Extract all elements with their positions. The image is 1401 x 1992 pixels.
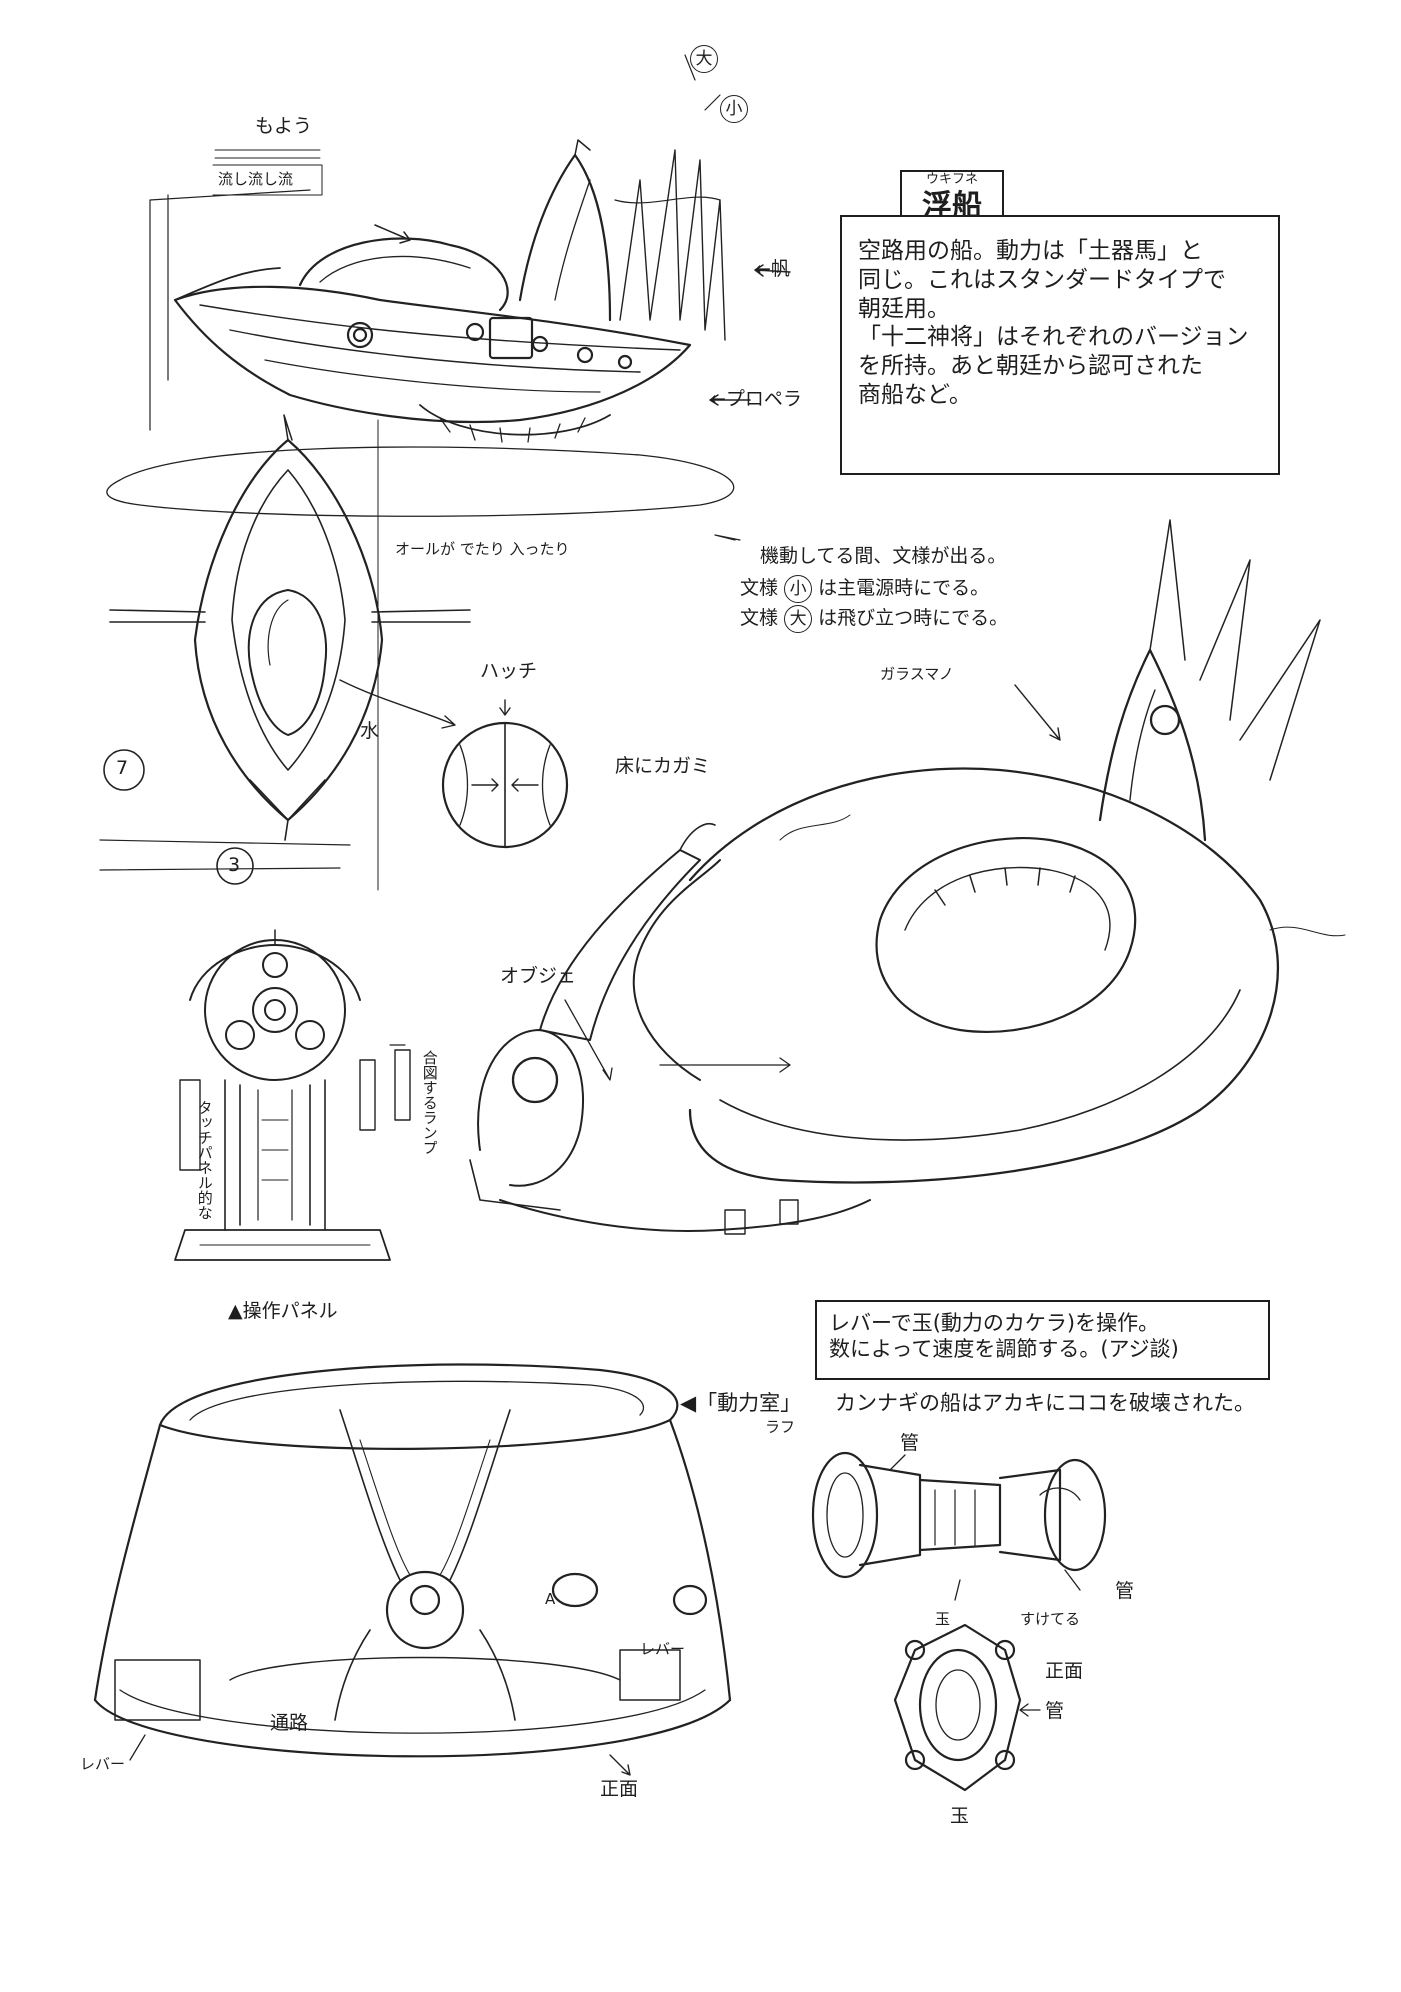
oar-label: オールが でたり 入ったり (395, 540, 570, 558)
number-3: 3 (228, 854, 241, 876)
power-room-sketch (93, 1363, 732, 1776)
floor-mirror-label: 床にカガミ (615, 755, 711, 777)
lever-box-line-1: レバーで玉(動力のカケラ)を操作。 (829, 1311, 1160, 1335)
front-small-label: 正面 (1045, 1660, 1084, 1682)
motion-note-2: 文様 小 は主電源時にでる。 (740, 575, 989, 603)
front-label: 正面 (600, 1778, 639, 1800)
ball-label: 玉 (935, 1610, 951, 1628)
control-panel-label: ▲操作パネル (228, 1300, 338, 1322)
control-panel-sketch (174, 929, 411, 1261)
pipe-sketch (811, 1451, 1107, 1601)
description-line-2: 同じ。これはスタンダードタイプで (858, 266, 1226, 293)
number-7: 7 (116, 757, 129, 779)
description-line-1: 空路用の船。動力は「土器馬」と (858, 238, 1203, 264)
description-line-6: 商船など。 (858, 381, 972, 408)
ship-side-view (106, 54, 791, 517)
lever-box-line-2: 数によって速度を調節する。(アジ談) (829, 1337, 1179, 1362)
pipe-label-3: 管 (1045, 1700, 1065, 1722)
a-mark: A (545, 1590, 556, 1608)
object-label: オブジェ (500, 965, 577, 987)
power-room-sub: ラフ (765, 1418, 796, 1436)
ship-top-view (99, 414, 471, 891)
glass-label: ガラスマノ (880, 665, 954, 683)
top-mark-small: 小 (720, 95, 748, 123)
panel-note-touch: タッチパネル的な (195, 1100, 214, 1220)
motion-note-3: 文様 大 は飛び立つ時にでる。 (740, 605, 1008, 633)
transparent-label: すけてる (1020, 1610, 1081, 1628)
title-ruby: ウキフネ (925, 172, 978, 187)
sail-label: ←帆 (755, 258, 790, 280)
hatch-label: ハッチ (480, 660, 538, 682)
water-label: 水 (360, 720, 380, 742)
description-line-3: 朝廷用。 (858, 295, 950, 322)
top-mark-large: 大 (690, 45, 718, 73)
hatch-sketch (441, 699, 569, 849)
motion-note-1: 機動してる間、文様が出る。 (760, 545, 1007, 567)
lever-label: レバー (80, 1755, 126, 1773)
propeller-label: ←プロペラ (710, 388, 802, 410)
description-line-5: を所持。あと朝廷から認可された (858, 353, 1203, 379)
lever-box: レバーで玉(動力のカケラ)を操作。 数によって速度を調節する。(アジ談) (815, 1300, 1270, 1380)
passage-label: 通路 (270, 1712, 309, 1734)
pipe-label-2: 管 (1115, 1580, 1135, 1602)
power-room-label: ◀「動力室」 (680, 1391, 802, 1415)
moyou-sample: 流し流し流 (218, 170, 294, 188)
moyou-label: もよう (255, 115, 313, 137)
panel-note-lamp: 合図するランプ (420, 1050, 439, 1155)
description-line-4: 「十二神将」はそれぞれのバージョン (858, 324, 1249, 351)
description-box: 空路用の船。動力は「土器馬」と 同じ。これはスタンダードタイプで 朝廷用。 「十… (840, 215, 1280, 475)
ship-perspective-view (469, 519, 1346, 1235)
ball-front-sketch (893, 1623, 1041, 1792)
lever-label-2: レバー (640, 1640, 686, 1658)
circled-numbers (103, 749, 254, 885)
pipe-label-1: 管 (900, 1432, 920, 1454)
ball-label-2: 玉 (950, 1805, 970, 1827)
kannagi-note: カンナギの船はアカキにココを破壊された。 (835, 1391, 1255, 1415)
